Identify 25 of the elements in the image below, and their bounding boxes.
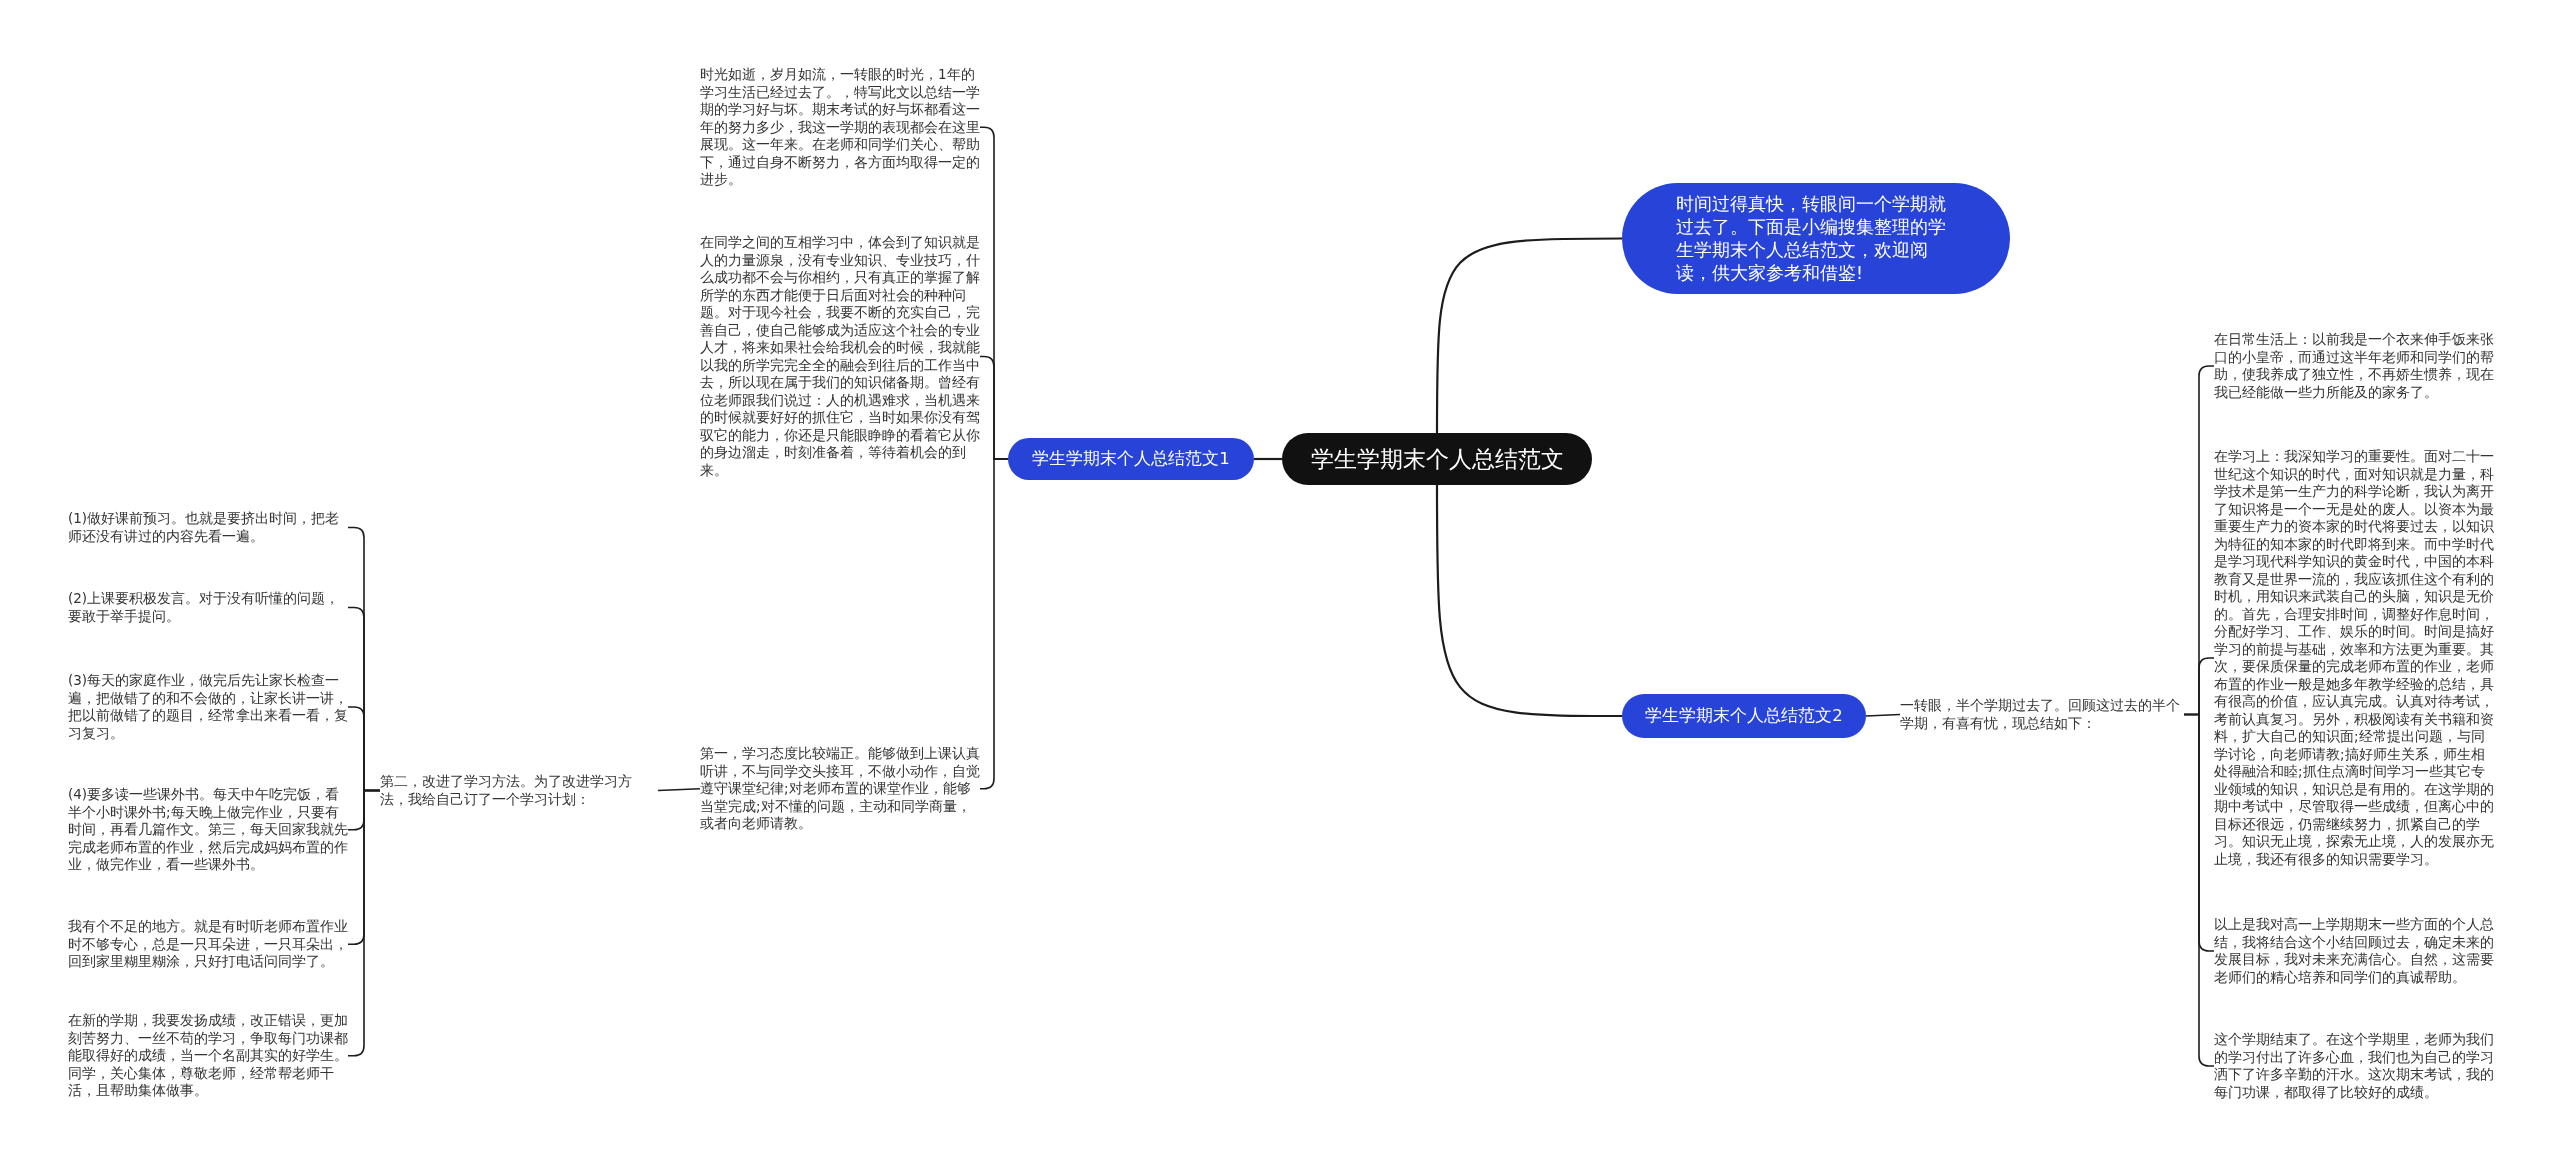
topic-text: 在同学之间的互相学习中，体会到了知识就是人的力量源泉，没有专业知识、专业技巧，什么成功都不会与你相约，只有真正的掌握了解所学的东西才能便于日后面对社会的种种问题。对于现今社会，我要不断的充实自己，完善自己，使自己能够成为适应这个社会的专业人才，将来如果社会给我机会的时候，我就能以我的所学完完全全的融会到往后的工作当中去，所以现在属于我们的知识储备期。曾经有位老师跟我们说过：人的机遇难求，当机遇来的时候就要好好的抓住它，当时如果你没有驾驭它的能力，你还是只能眼睁睁的看着它从你的身边溜走，时刻准备着，等待着机会的到来。 — [700, 234, 980, 479]
connector-line — [1254, 457, 1282, 461]
topic-text: (1)做好课前预习。也就是要挤出时间，把老师还没有讲过的内容先看一遍。 — [68, 510, 348, 545]
topic-text: 以上是我对高一上学期期末一些方面的个人总结，我将结合这个小结回顾过去，确定未来的发展目标，我对未来充满信心。自然，这需要老师们的精心培养和同学们的真诚帮助。 — [2214, 916, 2496, 986]
branch-topic: 学生学期末个人总结范文1 — [1008, 438, 1254, 480]
connector-line — [1435, 237, 1622, 433]
topic-text: 我有个不足的地方。就是有时听老师布置作业时不够专心，总是一只耳朵进，一只耳朵出，回到家里糊里糊涂，只好打电话问同学了。 — [68, 918, 348, 971]
connector-line — [1865, 713, 1901, 717]
topic-text: 第一，学习态度比较端正。能够做到上课认真听讲，不与同学交头接耳，不做小动作，自觉遵守课堂纪律;对老师布置的课堂作业，能够当堂完成;对不懂的问题，主动和同学商量，或者向老师请教。 — [700, 745, 980, 833]
topic-text: 时光如逝，岁月如流，一转眼的时光，1年的学习生活已经过去了。，特写此文以总结一学期的学习好与坏。期末考试的好与坏都看这一年的努力多少，我这一学期的表现都会在这里展现。这一年来。在老师和同学们关心、帮助下，通过自身不断努力，各方面均取得一定的进步。 — [700, 66, 980, 189]
branch-topic: 学生学期末个人总结范文2 — [1622, 694, 1866, 738]
topic-text: 在日常生活上：以前我是一个衣来伸手饭来张口的小皇帝，而通过这半年老师和同学们的帮助，使我养成了独立性，不再娇生惯养，现在我已经能做一些力所能及的家务了。 — [2214, 331, 2496, 401]
topic-text: (3)每天的家庭作业，做完后先让家长检查一遍，把做错了的和不会做的，让家长讲一讲，把以前做错了的题目，经常拿出来看一看，复习复习。 — [68, 672, 348, 742]
topic-text: (4)要多读一些课外书。每天中午吃完饭，看半个小时课外书;每天晚上做完作业，只要有时间，再看几篇作文。第三，每天回家我就先完成老师布置的作业，然后完成妈妈布置的作业，做完作业，看一些课外书。 — [68, 786, 348, 874]
connector-line — [657, 787, 701, 792]
central-topic: 学生学期末个人总结范文 — [1282, 433, 1592, 485]
topic-text: 这个学期结束了。在这个学期里，老师为我们的学习付出了许多心血，我们也为自己的学习洒下了许多辛勤的汗水。这次期末考试，我的每门功课，都取得了比较好的成绩。 — [2214, 1031, 2496, 1101]
topic-text: 在新的学期，我要发扬成绩，改正错误，更加刻苦努力、一丝不苟的学习，争取每门功课都能取得好的成绩，当一个名副其实的好学生。同学，关心集体，尊敬老师，经常帮老师干活，且帮助集体做事。 — [68, 1012, 348, 1100]
topic-text: (2)上课要积极发言。对于没有听懂的问题，要敢于举手提问。 — [68, 590, 348, 625]
connector-line — [1435, 485, 1622, 718]
summary-bubble: 时间过得真快，转眼间一个学期就过去了。下面是小编搜集整理的学生学期末个人总结范文，欢迎阅读，供大家参考和借鉴! — [1622, 183, 2010, 294]
topic-text: 一转眼，半个学期过去了。回顾这过去的半个学期，有喜有忧，现总结如下： — [1900, 697, 2184, 732]
topic-text: 第二，改进了学习方法。为了改进学习方法，我给自己订了一个学习计划： — [380, 773, 658, 808]
connector-line — [979, 458, 1009, 790]
topic-text: 在学习上：我深知学习的重要性。面对二十一世纪这个知识的时代，面对知识就是力量，科学技术是第一生产力的科学论断，我认为离开了知识将是一个一无是处的废人。以资本为最重要生产力的资本家的时代将要过去，以知识为特征的知本家的时代即将到来。而中学时代是学习现代科学知识的黄金时代，中国的本科教育又是世界一流的，我应该抓住这个有利的时机，用知识来武装自己的头脑，知识是无价的。首先，合理安排时间，调整好作息时间，分配好学习、工作、娱乐的时间。时间是搞好学习的前提与基础，效率和方法更为重要。其次，要保质保量的完成老师布置的作业，老师布置的作业一般是她多年教学经验的总结，具有很高的价值，应认真完成。认真对待考试，考前认真复习。另外，积极阅读有关书籍和资料，扩大自己的知识面;经常提出问题，与同学讨论，向老师请教;搞好师生关系，师生相处得融洽和睦;抓住点滴时间学习一些其它专业领域的知识，知识总是有用的。在这学期的期中考试中，尽管取得一些成绩，但离心中的目标还很远，仍需继续努力，抓紧自己的学习。知识无止境，探索无止境，人的发展亦无止境，我还有很多的知识需要学习。 — [2214, 448, 2496, 868]
